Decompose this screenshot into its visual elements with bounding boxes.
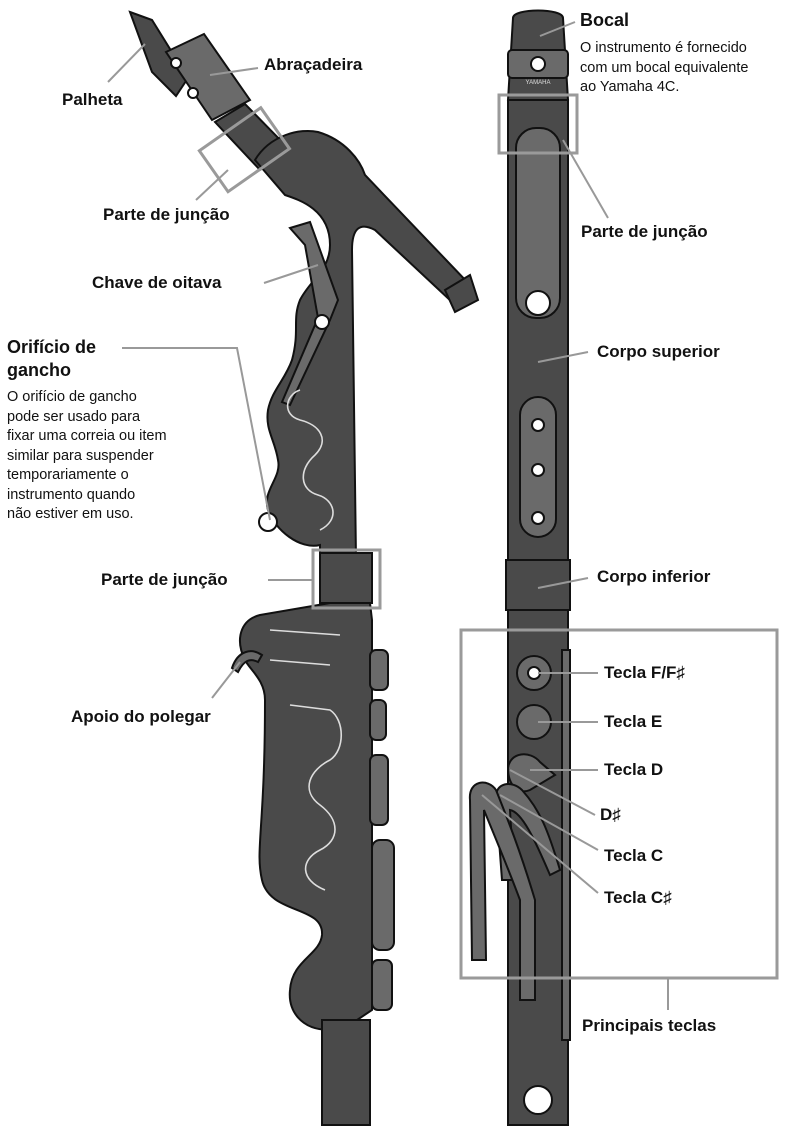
main-keys-box <box>459 628 779 980</box>
hook-hole-description: O orifício de gancho pode ser usado para… <box>7 388 167 525</box>
left-joint-box-top <box>197 105 292 194</box>
label-key-ff: Tecla F/F♯ <box>604 663 685 682</box>
label-hook-hole-line2: gancho <box>7 360 72 380</box>
mouthpiece-emblem <box>530 56 546 72</box>
label-mouthpiece: Bocal <box>580 10 630 30</box>
hook-desc-line: fixar uma correia ou item <box>7 428 167 445</box>
label-key-cs: Tecla C♯ <box>604 888 672 907</box>
right-lower-joint <box>505 559 571 611</box>
hook-desc-line: instrumento quando <box>7 486 136 503</box>
label-lower-body: Corpo inferior <box>597 567 711 586</box>
lower-hole <box>523 1085 553 1115</box>
leader-joint-top <box>195 169 229 201</box>
label-joint-top: Parte de junção <box>103 205 230 224</box>
leader-reed <box>107 43 146 83</box>
label-key-e: Tecla E <box>604 712 663 731</box>
hook-desc-line: similar para suspender <box>7 447 154 464</box>
hook-desc-line: pode ser usado para <box>7 408 141 425</box>
label-thumb-rest: Apoio do polegar <box>71 707 211 726</box>
leader-hook-hole <box>122 347 271 521</box>
mouthpiece-description: O instrumento é fornecido com um bocal e… <box>580 39 748 98</box>
label-key-c: Tecla C <box>604 846 664 865</box>
mouthpiece-desc-line: com um bocal equivalente <box>580 59 749 76</box>
label-joint-middle: Parte de junção <box>101 570 228 589</box>
thumb-rest <box>230 650 264 674</box>
tone-hole-3 <box>531 511 545 525</box>
tone-hole-2 <box>531 463 545 477</box>
label-main-keys: Principais teclas <box>582 1016 717 1035</box>
hook-desc-line: temporariamente o <box>7 467 129 484</box>
leader-ligature <box>209 67 259 76</box>
upper-inner-channel <box>286 389 334 531</box>
right-instrument: YAMAHA <box>468 9 571 1126</box>
leader-c <box>499 794 599 851</box>
hook-desc-line: O orifício de gancho <box>7 389 137 405</box>
left-instrument <box>128 10 480 1126</box>
key-d <box>506 753 557 793</box>
tone-hole-1 <box>531 418 545 432</box>
leader-mouthpiece <box>539 21 576 37</box>
lower-inner-channel <box>269 629 342 891</box>
label-right-joint: Parte de junção <box>581 222 708 241</box>
upper-slot <box>515 127 561 319</box>
leader-lower-body <box>537 577 589 589</box>
mouthpiece-desc-line: O instrumento é fornecido <box>580 40 747 56</box>
left-side-keys <box>369 649 395 1011</box>
right-joint-box <box>497 93 579 155</box>
left-lower-pipe <box>321 1019 371 1126</box>
label-ligature: Abraçadeira <box>264 55 363 74</box>
key-rod <box>561 649 571 1041</box>
leader-right-joint <box>562 139 609 219</box>
left-middle-joint <box>319 552 373 604</box>
left-upper-body <box>253 130 472 561</box>
leader-upper-body <box>537 351 589 363</box>
label-hook-hole-line1: Orifício de <box>7 337 97 357</box>
leader-cs <box>481 794 599 894</box>
left-upper-bell <box>443 273 480 314</box>
leader-thumb <box>211 661 241 699</box>
ligature-screw-top <box>170 57 182 69</box>
label-upper-body: Corpo superior <box>597 342 720 361</box>
hook-hole <box>258 512 278 532</box>
mouthpiece-desc-line: ao Yamaha 4C. <box>580 79 680 96</box>
label-octave-key: Chave de oitava <box>92 273 222 292</box>
leader-octave <box>263 264 319 284</box>
label-key-d: Tecla D <box>604 760 664 779</box>
upper-hole <box>525 290 551 316</box>
mouthpiece-brand: YAMAHA <box>526 80 551 86</box>
hook-desc-line: não estiver em uso. <box>7 506 134 523</box>
octave-key <box>280 220 340 407</box>
left-mouthpiece <box>128 10 190 98</box>
leader-ds <box>509 769 596 816</box>
label-key-ds: D♯ <box>600 805 621 824</box>
octave-key-pad <box>314 314 330 330</box>
label-reed: Palheta <box>62 90 123 109</box>
ligature-screw-bottom <box>187 87 199 99</box>
left-lower-body <box>239 602 373 1031</box>
leader-lines <box>107 21 669 1010</box>
